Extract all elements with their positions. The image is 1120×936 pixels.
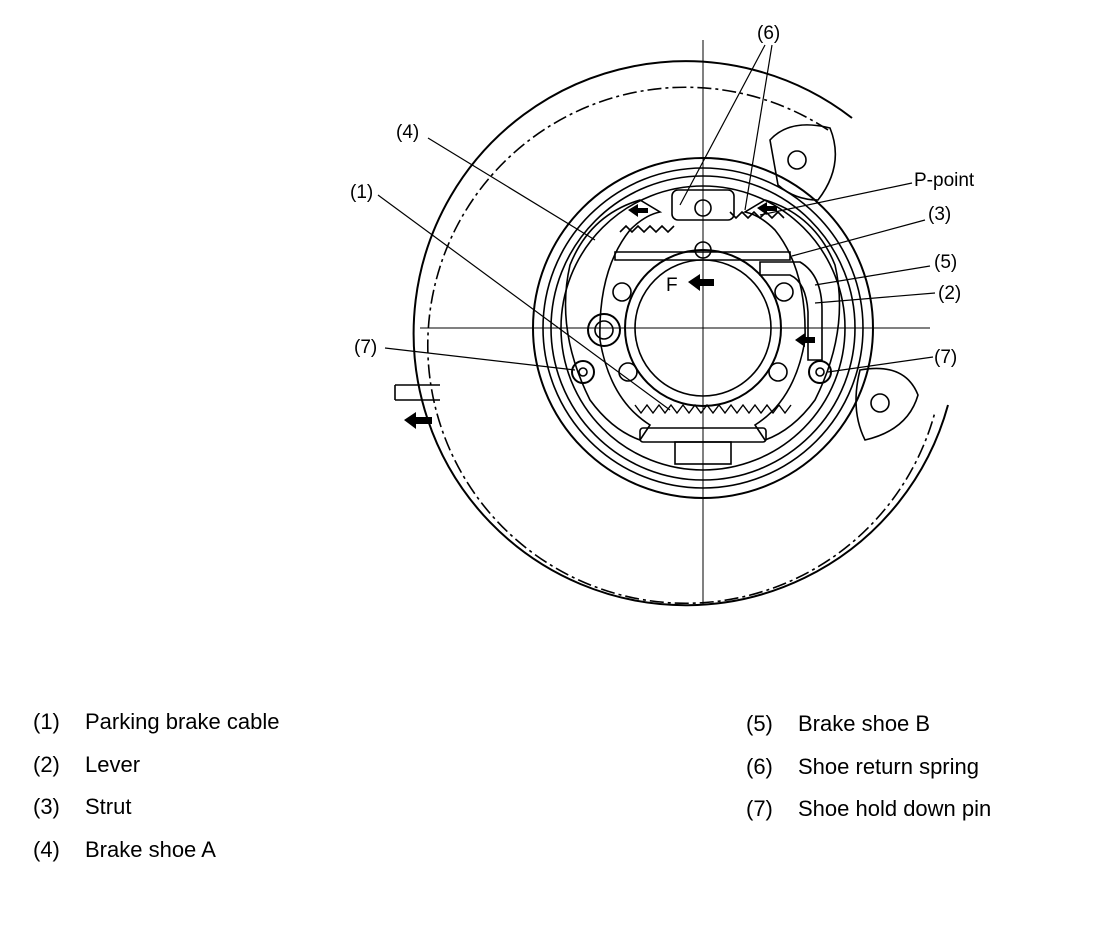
- legend-number: (2): [33, 752, 60, 777]
- callout-5: (5): [934, 252, 957, 273]
- strut: [614, 251, 791, 261]
- callout-7-left: (7): [354, 337, 377, 358]
- legend-item-2: (2) Lever: [33, 752, 140, 778]
- upper-mount-hole: [787, 150, 807, 170]
- legend-number: (7): [746, 796, 773, 821]
- leader-3: [791, 219, 926, 257]
- parking-brake-cable: [394, 384, 440, 401]
- lower-mount-hole: [870, 393, 890, 413]
- legend-label: Lever: [85, 752, 141, 777]
- leader-2: [814, 292, 936, 304]
- shoe-return-spring-left: [619, 224, 675, 234]
- adjuster-bolt: [587, 313, 621, 347]
- lower-mount-ear: [855, 367, 919, 441]
- callout-2: (2): [938, 283, 961, 304]
- spring-left-arrow-icon: [628, 204, 648, 217]
- legend-label: Shoe return spring: [798, 754, 979, 779]
- callout-ppoint: P-point: [914, 170, 975, 191]
- hold-down-pin-left: [571, 360, 595, 384]
- leader-6a: [679, 44, 766, 206]
- brake-shoe-a: [564, 199, 663, 441]
- forward-arrow-icon: [688, 274, 714, 291]
- callout-7-right: (7): [934, 347, 957, 368]
- adjuster-bolt-inner: [594, 320, 614, 340]
- drum-ring-outer: [532, 157, 874, 499]
- shoe-return-spring-right: [729, 210, 785, 220]
- hold-down-pin-left-center: [578, 367, 588, 377]
- legend-number: (4): [33, 837, 60, 862]
- brake-assembly-diagram: (6) (4) (1) P-point (3) (5) (2) (7) (7) …: [350, 23, 975, 607]
- stud-hole-3: [618, 362, 638, 382]
- lever: [759, 261, 823, 361]
- upper-mount-ear: [769, 124, 837, 201]
- leader-1: [377, 194, 671, 411]
- callout-3: (3): [928, 204, 951, 225]
- leader-6b: [744, 44, 773, 211]
- stud-hole-2: [774, 282, 794, 302]
- wheel-cylinder-bleeder: [694, 199, 712, 217]
- stud-hole-4: [768, 362, 788, 382]
- leader-ppoint: [759, 182, 913, 216]
- spring-right-arrow-icon: [757, 202, 777, 215]
- legend-label: Shoe hold down pin: [798, 796, 992, 821]
- shoe-b-arrow-icon: [795, 333, 815, 347]
- stud-hole-1: [612, 282, 632, 302]
- stud-hole-5: [694, 241, 712, 259]
- brake-shoe-b: [742, 199, 841, 441]
- legend-number: (3): [33, 794, 60, 819]
- hub-outer: [624, 249, 782, 407]
- leader-7-left: [384, 347, 576, 371]
- callout-4: (4): [396, 122, 419, 143]
- legend-label: Parking brake cable: [85, 709, 280, 734]
- wheel-cylinder: [671, 189, 735, 221]
- legend-item-1: (1) Parking brake cable: [33, 709, 279, 735]
- cable-pull-arrow-icon: [404, 412, 432, 429]
- callout-6: (6): [757, 23, 780, 44]
- adjuster-spring: [634, 403, 792, 415]
- leader-4: [427, 137, 596, 241]
- legend-number: (6): [746, 754, 773, 779]
- legend-item-3: (3) Strut: [33, 794, 131, 820]
- leader-7-right: [827, 356, 934, 373]
- leader-5: [814, 265, 931, 286]
- forward-label: F: [666, 275, 678, 296]
- anchor-block: [674, 441, 732, 465]
- legend-label: Brake shoe B: [798, 711, 931, 736]
- drum-ring-inner: [560, 185, 846, 471]
- drum-ring-3: [550, 175, 856, 481]
- drum-ring-2: [542, 167, 864, 489]
- hold-down-pin-right-center: [815, 367, 825, 377]
- legend-item-6: (6) Shoe return spring: [746, 754, 979, 780]
- backing-plate-inner-arc: [426, 86, 936, 604]
- callout-1: (1): [350, 182, 373, 203]
- legend-item-7: (7) Shoe hold down pin: [746, 796, 991, 822]
- legend-item-5: (5) Brake shoe B: [746, 711, 930, 737]
- legend-item-4: (4) Brake shoe A: [33, 837, 216, 863]
- legend-number: (1): [33, 709, 60, 734]
- legend-label: Brake shoe A: [85, 837, 216, 862]
- legend-label: Strut: [85, 794, 132, 819]
- backing-plate: [412, 60, 949, 607]
- legend-number: (5): [746, 711, 773, 736]
